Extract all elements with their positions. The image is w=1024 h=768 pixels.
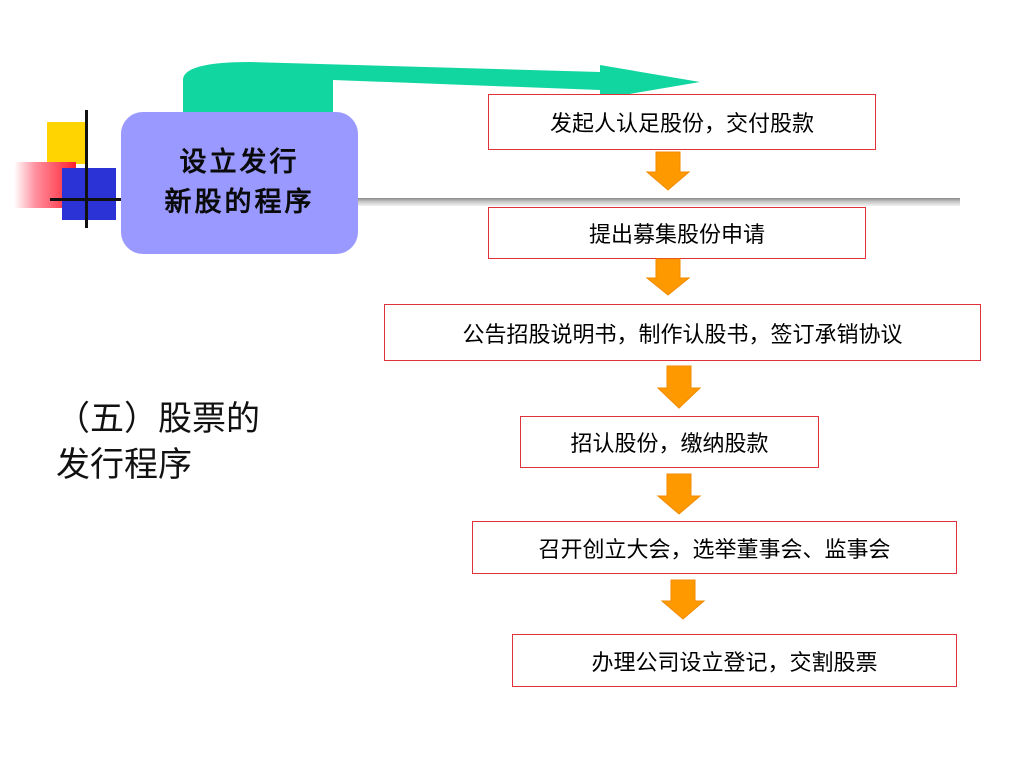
diagram-title: 设立发行 新股的程序 (165, 143, 315, 223)
header-rule (356, 198, 960, 206)
diagram-title-line-1: 设立发行 (179, 147, 300, 178)
step-5: 召开创立大会，选举董事会、监事会 (472, 521, 957, 574)
step-3: 公告招股说明书，制作认股书，签订承销协议 (384, 304, 981, 361)
curved-arrow-shape (183, 62, 700, 112)
decor-vertical-line (85, 110, 88, 228)
down-arrow-5-icon (660, 579, 706, 620)
step-6: 办理公司设立登记，交割股票 (512, 634, 957, 687)
step-2: 提出募集股份申请 (488, 207, 866, 259)
step-4: 招认股份，缴纳股款 (520, 416, 819, 468)
diagram-title-line-2: 新股的程序 (164, 187, 315, 218)
slide-subtitle-line-1: （五）股票的 (56, 399, 260, 439)
down-arrow-2-icon (645, 258, 691, 296)
down-arrow-1-icon (645, 151, 691, 191)
slide-subtitle-line-2: 发行程序 (56, 445, 192, 485)
down-arrow-3-icon (656, 365, 702, 409)
step-1: 发起人认足股份，交付股款 (488, 94, 876, 150)
decor-yellow-square (47, 122, 87, 164)
decor-horizontal-line (50, 198, 122, 201)
diagram-title-box: 设立发行 新股的程序 (121, 112, 358, 254)
slide-subtitle: （五）股票的 发行程序 (56, 396, 316, 488)
down-arrow-4-icon (656, 473, 702, 515)
decor-blue-square (62, 168, 116, 220)
